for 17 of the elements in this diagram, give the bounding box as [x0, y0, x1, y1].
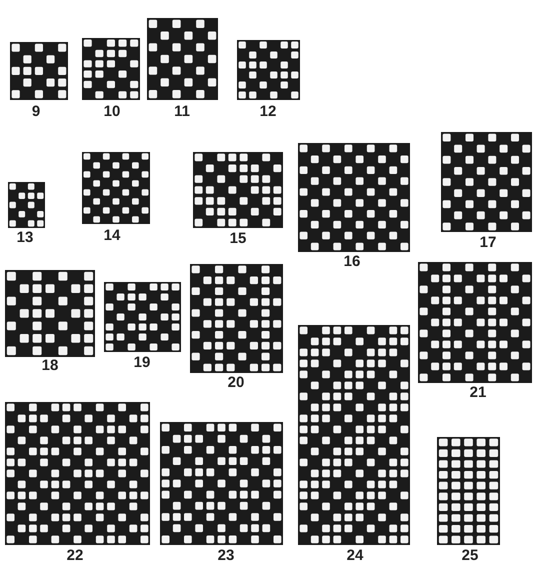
figure-number: 11 — [174, 104, 190, 120]
figure-number: 16 — [344, 254, 360, 270]
figure-number: 21 — [470, 385, 486, 401]
figure-number: 13 — [16, 230, 34, 246]
figure-number: 25 — [462, 548, 478, 564]
figure-number: 15 — [230, 231, 246, 247]
figure-number: 10 — [104, 104, 120, 120]
figure-number: 22 — [66, 548, 84, 564]
figure-number: 9 — [32, 104, 40, 120]
figure-number: 17 — [480, 235, 496, 251]
figure-number: 24 — [346, 548, 364, 564]
figure-number: 12 — [260, 104, 276, 120]
figure-number: 18 — [42, 358, 58, 374]
figure-number: 23 — [218, 548, 234, 564]
figure-number: 14 — [104, 228, 120, 244]
figure-number: 19 — [134, 355, 150, 371]
figure-number: 20 — [228, 375, 244, 391]
